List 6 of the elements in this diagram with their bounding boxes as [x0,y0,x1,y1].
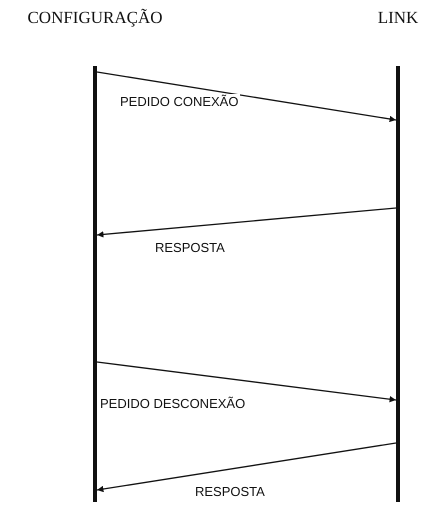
message-arrow [96,442,396,492]
message-arrow [96,361,396,402]
message-arrow [96,71,396,122]
message-arrow [96,207,396,238]
lifeline-header: LINK [376,7,420,29]
lifeline-header: CONFIGURAÇÃO [26,7,164,29]
